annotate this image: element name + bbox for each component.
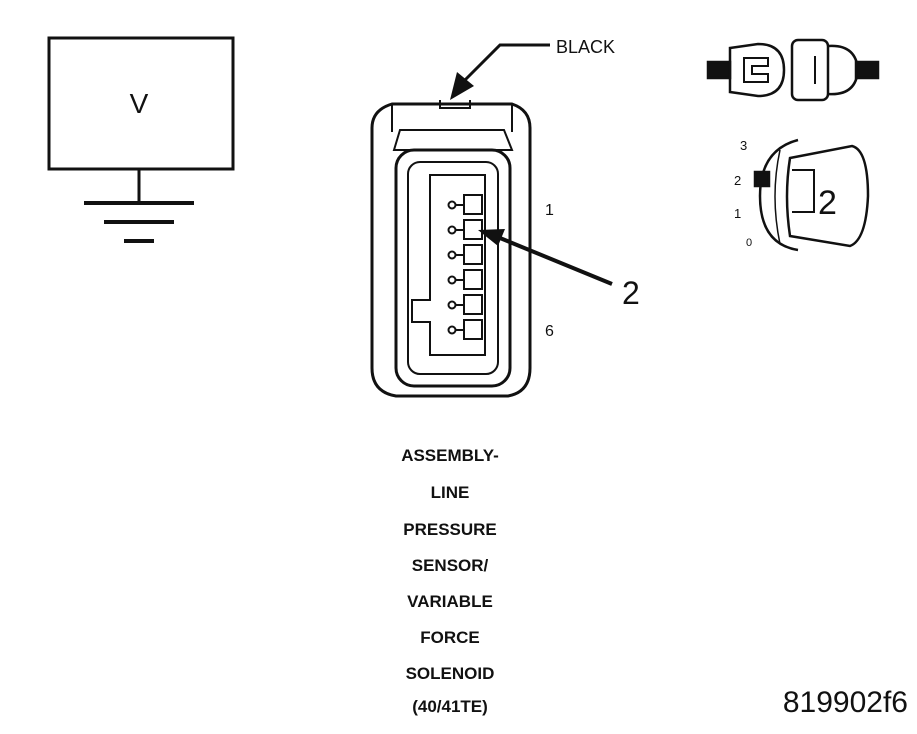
- pin-cavity-icon: [447, 219, 483, 240]
- pin-callout-arrow-icon: [478, 229, 613, 286]
- caption-line-2: LINE: [430, 483, 470, 502]
- pin-cavity-icon: [447, 269, 483, 290]
- pin-number-last: 6: [545, 323, 554, 340]
- pin-cavity-icon: [447, 294, 483, 315]
- pin-cavity-icon: [447, 319, 483, 340]
- switch-position-2: 2: [734, 173, 741, 188]
- caption-line-7: SOLENOID: [405, 664, 495, 683]
- ground-symbol-icon: [84, 201, 194, 243]
- figure-id: 819902f6: [782, 686, 908, 719]
- ignition-key-icon: [706, 38, 880, 102]
- caption-line-5: VARIABLE: [407, 592, 493, 611]
- caption-line-1: ASSEMBLY-: [401, 446, 499, 465]
- connector-pins: [447, 194, 483, 340]
- switch-position-3: 3: [740, 138, 747, 153]
- caption-line-4: SENSOR/: [411, 556, 489, 575]
- caption-line-6: FORCE: [420, 628, 480, 647]
- voltmeter-icon: [47, 36, 235, 243]
- ignition-switch-icon: [753, 138, 870, 252]
- connector-icon: [370, 100, 532, 398]
- switch-position-0: 0: [746, 237, 752, 249]
- voltmeter-label: V: [130, 88, 149, 119]
- pin-number-first: 1: [545, 202, 554, 219]
- caption-line-3: PRESSURE: [403, 520, 497, 539]
- switch-position-1: 1: [734, 206, 741, 221]
- pin-callout-number: 2: [622, 275, 640, 311]
- black-leader-arrow-icon: [450, 43, 550, 100]
- pin-cavity-icon: [447, 244, 483, 265]
- switch-callout-number: 2: [818, 184, 837, 222]
- caption-line-8: (40/41TE): [412, 697, 488, 716]
- pin-cavity-icon: [447, 194, 483, 215]
- connector-color-label: BLACK: [556, 37, 615, 57]
